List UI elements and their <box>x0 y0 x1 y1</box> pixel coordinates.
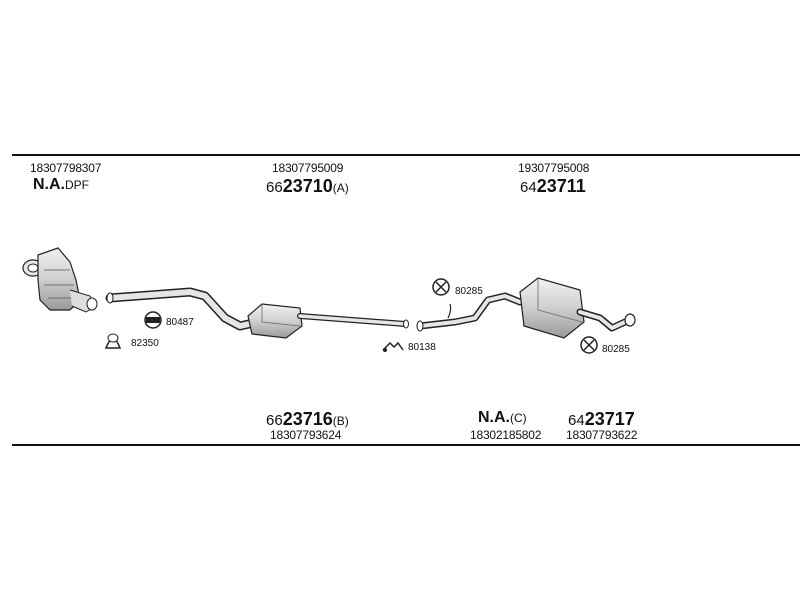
part-code-middle-muffler: 18307793624 <box>270 428 342 442</box>
part-prefix: 66 <box>266 412 283 429</box>
part-number: 23716 <box>282 409 333 429</box>
part-number-tailpipe: 6423717 <box>568 410 635 429</box>
na-label: N.A. <box>33 176 65 193</box>
part-code-tailpipe: 18307793622 <box>566 428 638 442</box>
part-code-dpf: 18307798307 <box>30 161 102 175</box>
part-number-front-pipe: 6623710(A) <box>266 177 349 196</box>
label-80285-top: 80285 <box>455 286 483 297</box>
part-code-rear-muffler: 19307795008 <box>518 161 590 175</box>
hanger-80138-icon <box>382 341 404 352</box>
label-80487: 80487 <box>166 317 194 328</box>
na-suffix-label: (C) <box>510 411 527 425</box>
part-suffix: (A) <box>332 181 349 195</box>
part-prefix: 64 <box>568 412 585 429</box>
part-number: 23711 <box>536 176 586 196</box>
part-dpf-label: N.A.DPF <box>33 177 89 193</box>
front-pipe-and-middle-muffler <box>105 287 409 339</box>
label-80285-right: 80285 <box>602 344 630 355</box>
gasket-82350-icon <box>104 333 122 349</box>
dpf-catalyst-part <box>22 247 98 313</box>
label-82350: 82350 <box>131 338 159 349</box>
bottom-divider-line <box>12 444 800 446</box>
rubber-mount-80285-top-icon <box>432 278 450 296</box>
label-80138: 80138 <box>408 342 436 353</box>
na-suffix-label: DPF <box>65 178 89 192</box>
part-prefix: 64 <box>520 179 537 196</box>
part-prefix: 66 <box>266 179 283 196</box>
part-code-front-pipe: 18307795009 <box>272 161 344 175</box>
part-number-middle-muffler: 6623716(B) <box>266 410 349 429</box>
na-label: N.A. <box>478 409 510 426</box>
top-divider-line <box>12 154 800 156</box>
part-suffix: (B) <box>332 414 349 428</box>
part-na-connector: N.A.(C) <box>478 410 527 426</box>
clamp-80487-icon <box>144 311 162 329</box>
part-code-connector: 18302185802 <box>470 428 542 442</box>
rubber-mount-80285-right-icon <box>580 336 598 354</box>
part-number: 23717 <box>584 409 635 429</box>
part-number: 23710 <box>282 176 333 196</box>
part-number-rear-muffler: 6423711 <box>520 177 586 196</box>
rear-pipe-and-muffler <box>416 277 636 339</box>
